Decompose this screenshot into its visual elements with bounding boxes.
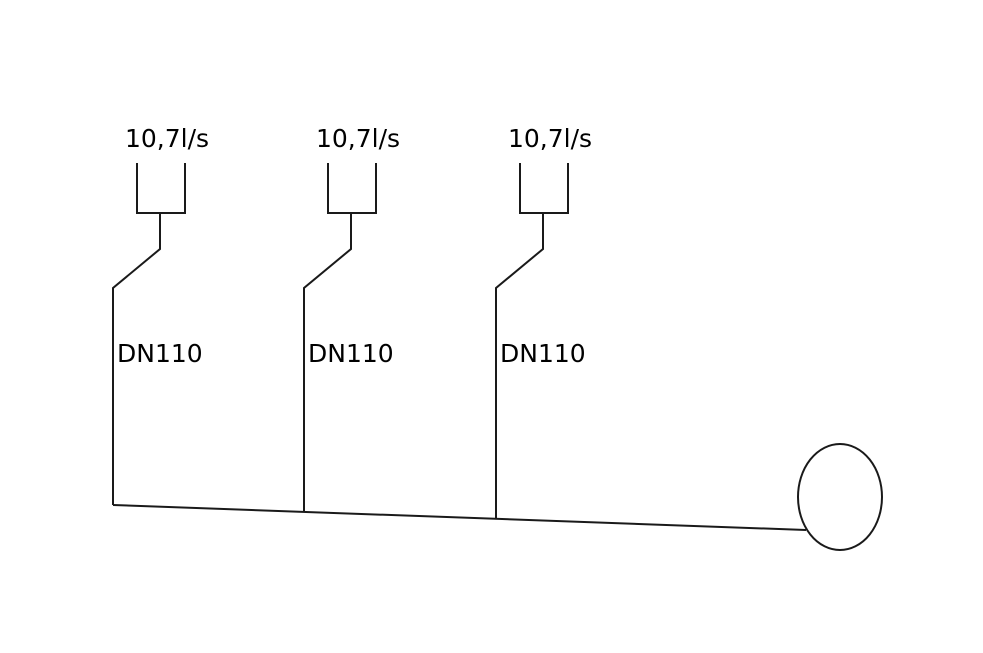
fixture-cup — [136, 163, 186, 214]
branch-3: 10,7l/s DN110 — [495, 124, 592, 519]
branch-pipe — [303, 213, 352, 512]
branch-1: 10,7l/s DN110 — [112, 124, 209, 505]
flow-label: 10,7l/s — [316, 124, 400, 153]
branch-pipe — [112, 213, 161, 505]
pipe-label: DN110 — [500, 339, 586, 368]
manhole — [797, 443, 883, 551]
branch-pipe — [495, 213, 544, 519]
flow-label: 10,7l/s — [508, 124, 592, 153]
flow-label: 10,7l/s — [125, 124, 209, 153]
branch-2: 10,7l/s DN110 — [303, 124, 400, 512]
main-collector-pipe — [112, 504, 807, 531]
pipe-label: DN110 — [117, 339, 203, 368]
fixture-cup — [327, 163, 377, 214]
fixture-cup — [519, 163, 569, 214]
pipe-label: DN110 — [308, 339, 394, 368]
